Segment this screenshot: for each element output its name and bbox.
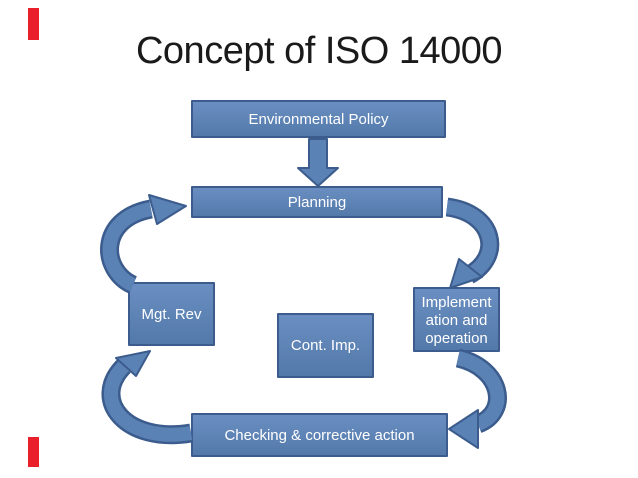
node-continual-improvement-label: Cont. Imp. <box>290 337 361 354</box>
arrow-band <box>456 351 505 431</box>
node-implementation-line-2: ation and <box>425 311 488 329</box>
node-implementation-line-3: operation <box>425 329 488 347</box>
arrow-head <box>115 350 151 377</box>
curved-arrow-mgtrev-to-planning-icon <box>100 194 187 294</box>
node-management-review-label: Mgt. Rev <box>141 305 202 323</box>
arrow-band <box>104 361 193 442</box>
slide-title: Concept of ISO 14000 <box>135 30 503 72</box>
node-implementation-and-operation: Implement ation and operation <box>413 287 500 352</box>
node-implementation-line-1: Implement <box>421 293 492 311</box>
arrow-band <box>445 200 497 282</box>
node-checking-corrective-action: Checking & corrective action <box>191 413 448 457</box>
node-continual-improvement: Cont. Imp. <box>277 313 374 378</box>
node-planning-label: Planning <box>287 193 347 211</box>
arrow-head <box>148 194 187 225</box>
down-arrow-icon <box>297 138 339 187</box>
arrow-head <box>449 258 483 289</box>
red-edge-marker-top <box>28 8 39 40</box>
curved-arrow-checking-to-mgtrev-icon <box>101 350 193 445</box>
red-edge-marker-bottom <box>28 437 39 467</box>
curved-arrow-implementation-to-checking-icon <box>448 348 507 449</box>
node-planning: Planning <box>191 186 443 218</box>
node-environmental-policy-label: Environmental Policy <box>248 110 389 128</box>
arrow-head <box>448 409 479 449</box>
down-arrow-shape <box>297 138 339 187</box>
node-management-review: Mgt. Rev <box>128 282 215 346</box>
node-checking-corrective-action-label: Checking & corrective action <box>224 426 415 444</box>
curved-arrow-planning-to-implementation-icon <box>445 197 500 289</box>
arrow-band <box>102 202 153 292</box>
node-environmental-policy: Environmental Policy <box>191 100 446 138</box>
